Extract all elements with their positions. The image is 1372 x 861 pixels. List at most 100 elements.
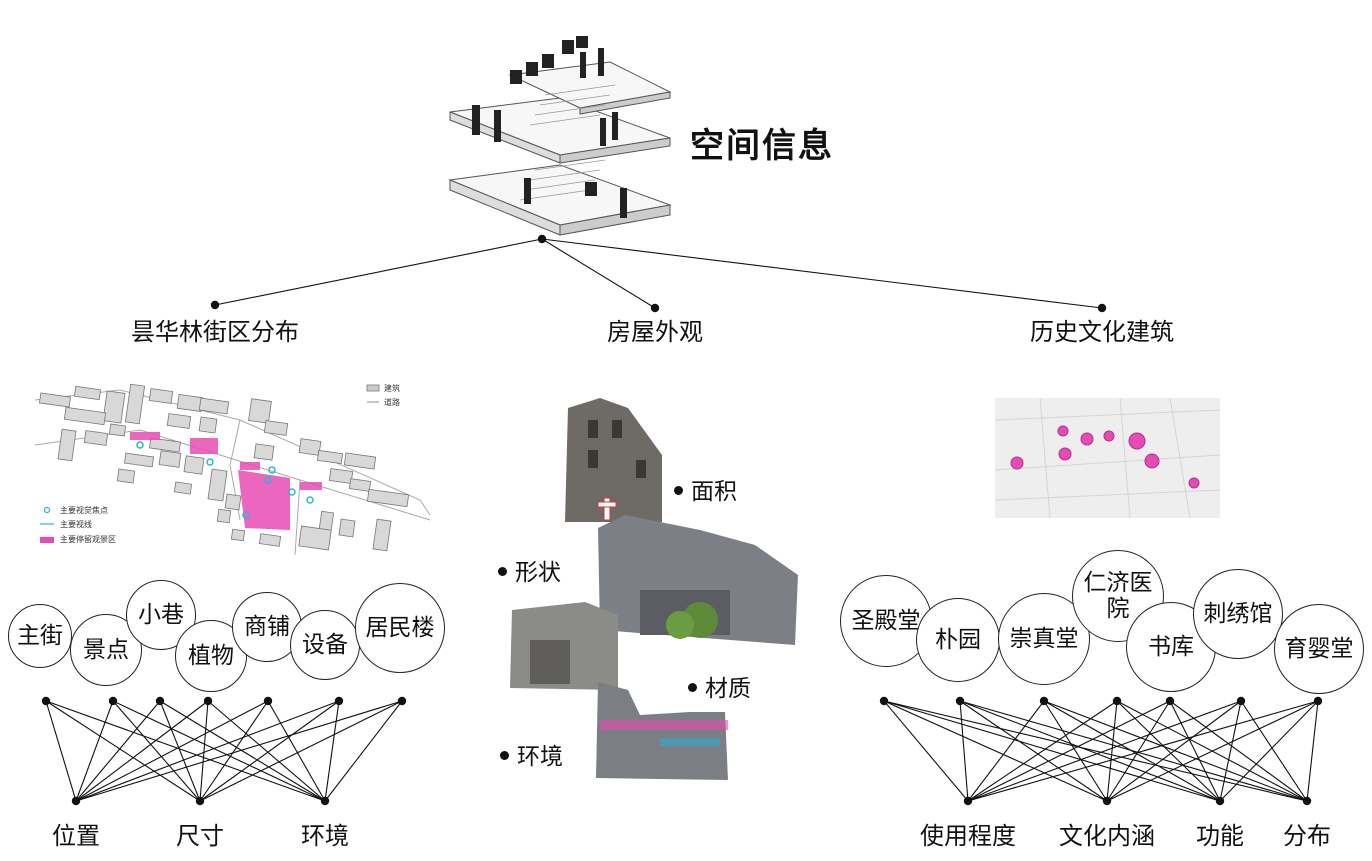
right-graph-edge (959, 700, 969, 802)
root-edge (214, 238, 543, 306)
map-building-block (298, 438, 322, 456)
right-top-node (1039, 696, 1049, 706)
left-graph-edge (199, 700, 340, 802)
legend-focus: 主要视觉焦点 (60, 505, 108, 515)
map-building-block (248, 398, 272, 424)
map-building-block (166, 413, 192, 429)
map-building-block (158, 450, 182, 468)
left-top-node (203, 696, 213, 706)
right-bottom-node (963, 796, 973, 806)
house-photo-4 (596, 682, 728, 780)
map-building-block (198, 397, 230, 415)
right-graph-edge (883, 700, 1221, 802)
bullet-dot (674, 486, 683, 495)
root-node (537, 234, 547, 244)
left-graph-edge (112, 700, 201, 802)
left-graph-edge (45, 700, 326, 802)
right-graph-edge (967, 700, 1242, 802)
branch-label-left: 昙华林街区分布 (131, 318, 299, 346)
left-graph-edge (75, 700, 403, 802)
left-graph-edge (112, 700, 326, 802)
right-graph-edge (1219, 700, 1242, 802)
bubble-plants: 植物 (175, 620, 247, 692)
right-graph-edge (1240, 700, 1308, 802)
right-graph-edge (1106, 700, 1171, 802)
map-building-block (343, 452, 377, 470)
bullet-shape: 形状 (498, 553, 561, 587)
right-bottom-distribution: 分布 (1283, 822, 1331, 850)
branch-label-middle: 房屋外观 (607, 318, 703, 346)
legend-building: 建筑 (384, 383, 400, 393)
map-building-block (73, 385, 102, 401)
right-graph-edge (967, 700, 1045, 802)
map-building-block (176, 393, 204, 413)
left-graph-edge (45, 700, 201, 802)
map-building-block (38, 392, 72, 408)
map-building-block (148, 388, 174, 404)
left-graph-edge (267, 700, 326, 802)
right-top-node (1313, 696, 1323, 706)
house-photos (510, 398, 798, 780)
right-graph-edge (1043, 700, 1108, 802)
right-graph-edge (1043, 700, 1221, 802)
left-graph-edge (75, 700, 114, 802)
right-bottom-node (1215, 796, 1225, 806)
left-bottom-node (71, 796, 81, 806)
bubble-embroidery-hall: 刺绣馆 (1193, 569, 1283, 659)
bullet-dot (500, 751, 509, 760)
diagram-title: 空间信息 (690, 126, 834, 166)
street-map-thumbnail: 建筑 道路 主要视觉焦点 主要视线 主要停留观景区 (30, 378, 435, 558)
right-top-node (879, 696, 889, 706)
right-graph-edge (1169, 700, 1221, 802)
left-graph-edge (324, 700, 340, 802)
branch-node (1097, 303, 1107, 313)
right-top-node (1236, 696, 1246, 706)
bubble-residential: 居民楼 (355, 583, 445, 673)
left-top-node (397, 696, 407, 706)
map-building-block (230, 528, 246, 542)
left-bottom-node (320, 796, 330, 806)
left-graph-edge (199, 700, 403, 802)
right-graph-edge (1169, 700, 1308, 802)
right-bottom-node (1102, 796, 1112, 806)
map-building-block (253, 443, 275, 461)
map-building-block (258, 533, 282, 547)
map-building-block (57, 428, 77, 462)
left-graph-edge (75, 700, 209, 802)
right-graph-edge (967, 700, 1319, 802)
map-building-block (316, 449, 344, 465)
bullet-dot (498, 567, 507, 576)
right-graph-edge (1106, 700, 1319, 802)
left-top-node (41, 696, 51, 706)
right-graph-edge (1116, 700, 1221, 802)
map-building-block (123, 452, 155, 468)
bubble-orphanage: 育婴堂 (1274, 604, 1364, 694)
map-building-block (83, 430, 109, 446)
right-bottom-function: 功能 (1196, 822, 1244, 850)
map-building-block (224, 493, 242, 511)
left-graph-edge (45, 700, 77, 802)
map-building-block (338, 518, 356, 538)
left-graph-edge (199, 700, 209, 802)
left-top-node (155, 696, 165, 706)
legend-stay-area: 主要停留观景区 (60, 534, 116, 544)
left-top-node (334, 696, 344, 706)
left-graph-edge (159, 700, 326, 802)
map-building-block (116, 468, 136, 484)
right-graph-edge (883, 700, 969, 802)
heritage-map-thumbnail (994, 397, 1221, 519)
legend-sightline: 主要视线 (60, 519, 92, 529)
right-graph-edge (959, 700, 1308, 802)
left-graph-edge (75, 700, 340, 802)
bullet-area: 面积 (674, 472, 737, 506)
left-graph-edge (75, 700, 161, 802)
map-building-block (298, 525, 332, 551)
bubble-equipment: 设备 (290, 610, 360, 680)
root-edge (541, 238, 656, 309)
branch-label-right: 历史文化建筑 (1030, 318, 1174, 346)
map-building-block (148, 437, 182, 453)
right-bottom-usage: 使用程度 (920, 822, 1016, 850)
map-building-block (207, 468, 228, 502)
map-building-block (173, 481, 193, 495)
